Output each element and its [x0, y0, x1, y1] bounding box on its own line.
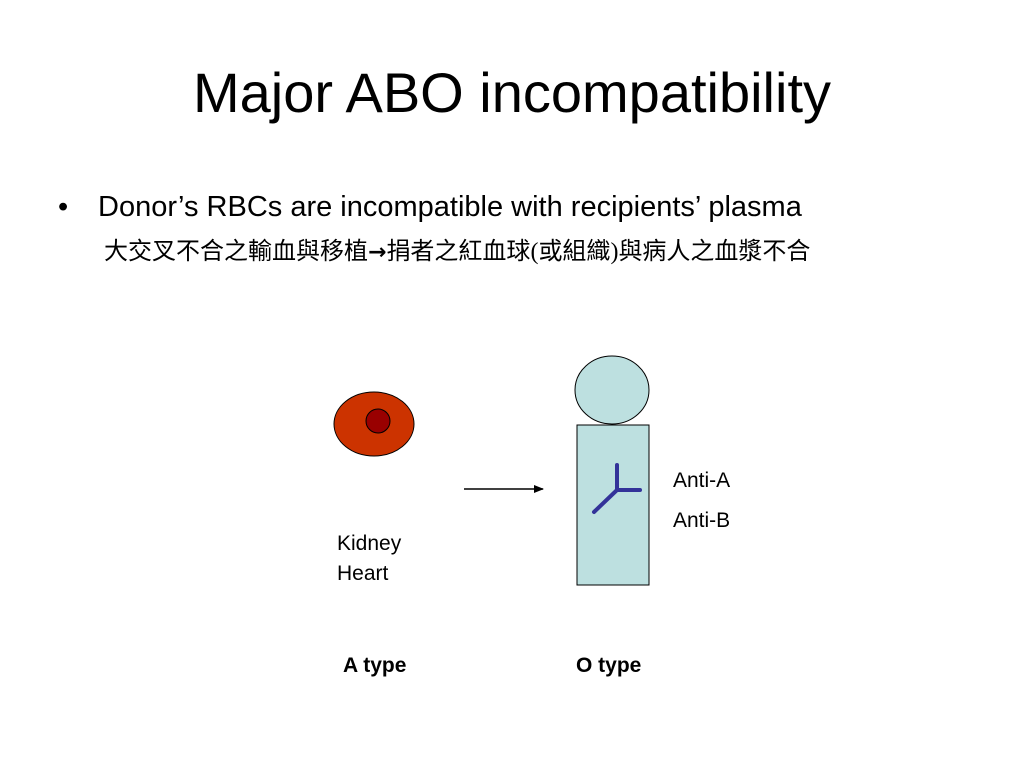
chinese-paren-open: (	[530, 239, 539, 265]
bullet-item: • Donor’s RBCs are incompatible with reci…	[58, 190, 802, 225]
recipient-head	[574, 355, 650, 425]
slide-title: Major ABO incompatibility	[192, 61, 831, 124]
bullet-symbol: •	[58, 191, 69, 223]
chinese-text-part1: 大交叉不合之輸血與移植	[104, 237, 368, 265]
donor-cell-nucleus	[365, 408, 391, 434]
antibody-icon	[592, 463, 642, 514]
chinese-text-part2: 捐者之紅血球	[386, 237, 531, 265]
organ-label-heart: Heart	[337, 562, 389, 585]
recipient-body	[576, 424, 650, 586]
donor-type-label: A type	[343, 654, 407, 677]
recipient-type-label: O type	[576, 654, 642, 677]
bullet-text: Donor’s RBCs are incompatible with recip…	[98, 191, 802, 223]
chinese-translation: 大交叉不合之輸血與移植→捐者之紅血球(或組織)與病人之血漿不合	[104, 237, 810, 267]
organ-label-kidney: Kidney	[337, 532, 402, 555]
chinese-text-part4: 與病人之血漿不合	[618, 237, 811, 265]
chinese-paren-close: )	[610, 239, 619, 265]
chinese-text-part3: 或組織	[538, 237, 611, 265]
right-arrow-icon: →	[368, 240, 387, 265]
antibody-label-b: Anti-B	[673, 509, 731, 532]
antibody-label-a: Anti-A	[673, 469, 731, 492]
